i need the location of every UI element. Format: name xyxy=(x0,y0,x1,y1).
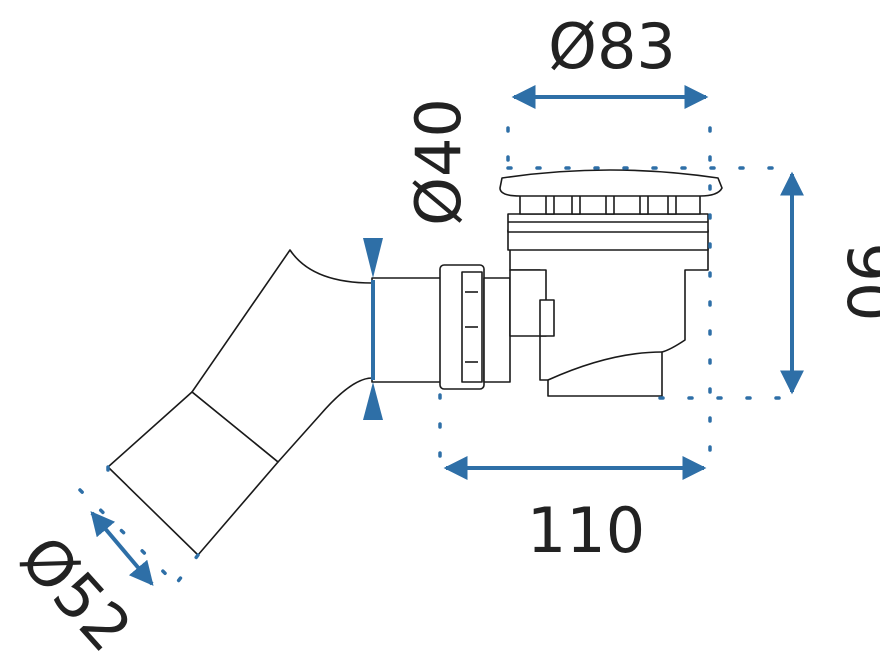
body-ring-upper xyxy=(507,213,709,233)
pipe-diameter-label: Ø40 xyxy=(402,98,475,226)
outlet-end-cap xyxy=(107,391,279,556)
pipe-section xyxy=(371,277,443,383)
height-label: 90 xyxy=(833,243,880,322)
inner-block-small xyxy=(539,299,555,337)
top-diameter-label: Ø83 xyxy=(548,10,676,83)
width-label: 110 xyxy=(527,494,645,567)
dimension-arrows xyxy=(90,85,804,586)
extension-lines xyxy=(78,126,782,586)
outlet-diameter-label: Ø52 xyxy=(6,522,146,666)
pipe-diameter-arrowhead-bottom xyxy=(363,382,383,420)
body-ring-lower xyxy=(507,229,709,251)
drain-trap-outline xyxy=(107,169,723,556)
trap-body xyxy=(509,247,709,397)
connector-neck xyxy=(483,277,511,383)
outlet-diameter-arrow xyxy=(90,511,154,586)
top-cover-plate xyxy=(499,169,723,197)
pipe-diameter-arrowhead-top xyxy=(363,238,383,278)
